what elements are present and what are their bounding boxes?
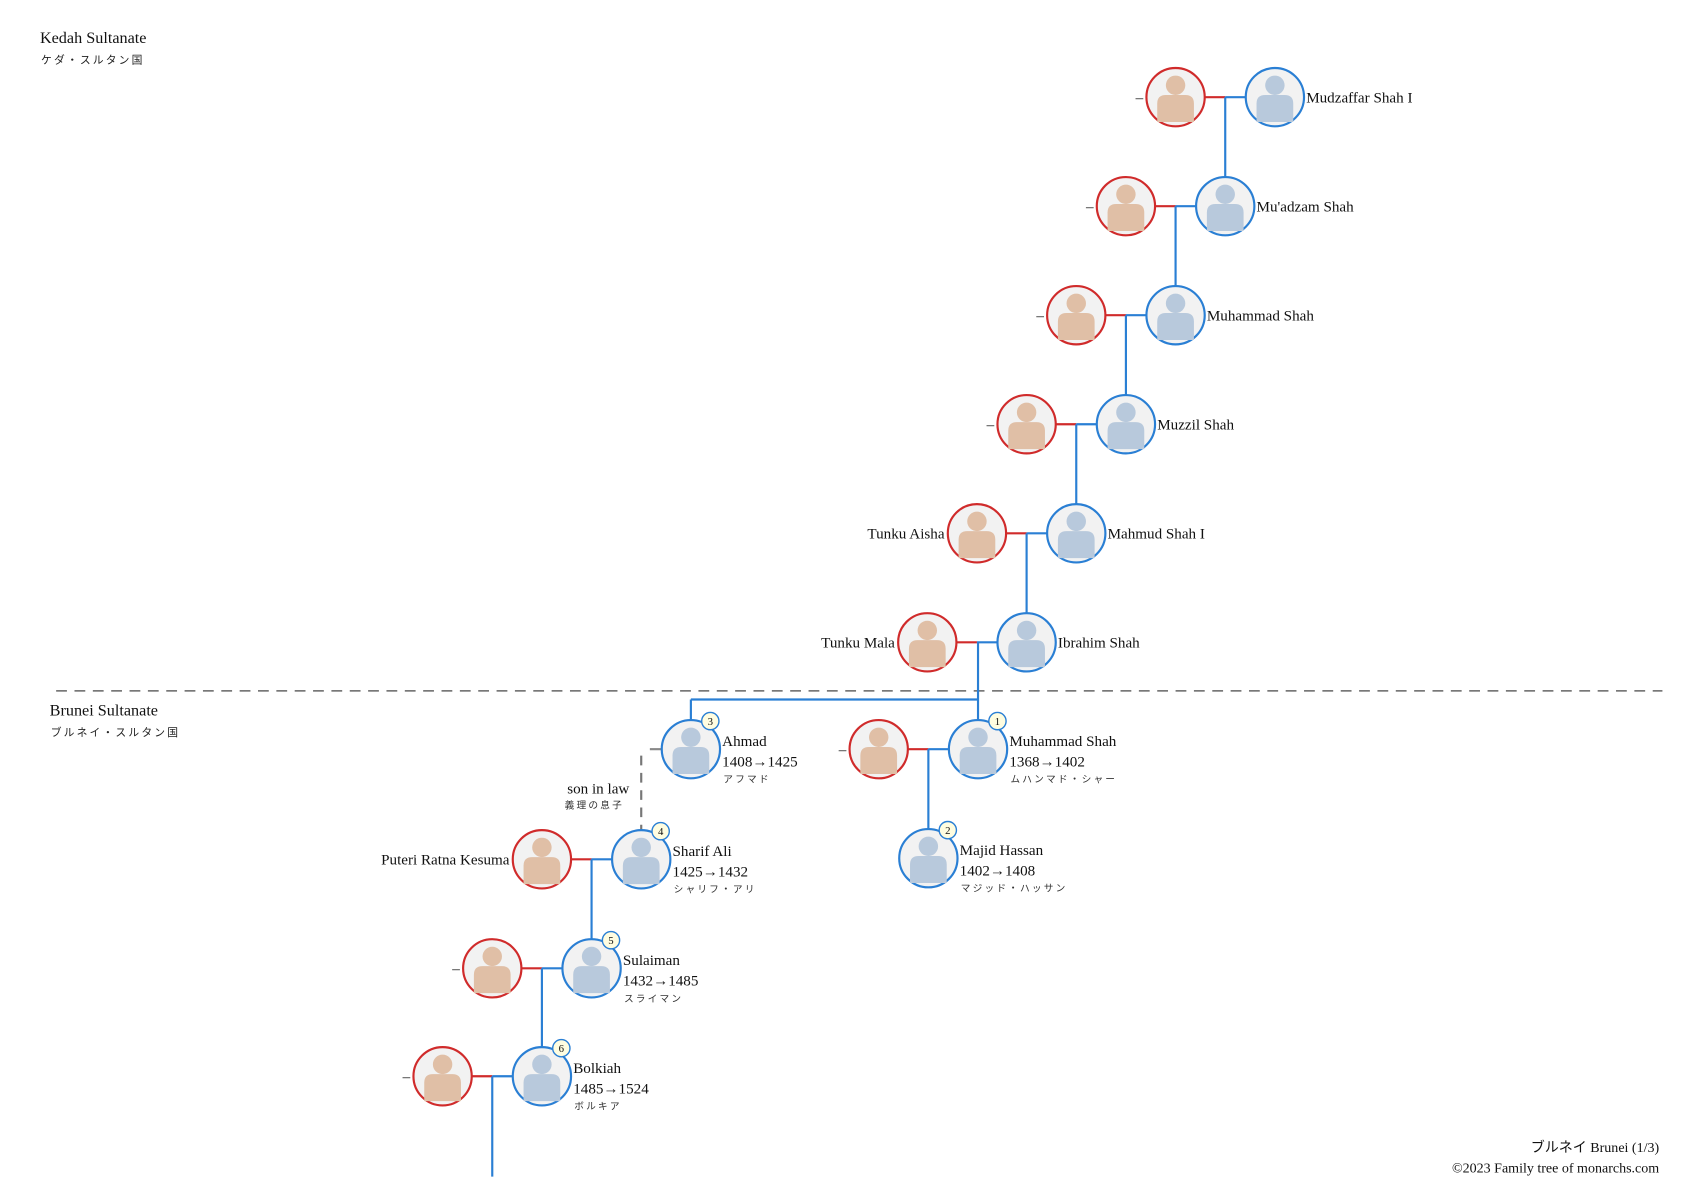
ruler-name-japanese: ムハンマド・シャー (1010, 774, 1117, 786)
male-avatar-icon (1107, 402, 1145, 450)
wife-node[interactable] (1046, 284, 1107, 346)
female-avatar-icon (1107, 184, 1145, 232)
ruler-number-badge: 4 (651, 821, 670, 841)
wife-node[interactable] (1145, 66, 1206, 128)
ruler-name: Ahmad (722, 734, 767, 750)
wife-name: – (1085, 200, 1094, 216)
female-avatar-icon (1157, 75, 1194, 122)
ruler-name: Sharif Ali (673, 844, 732, 860)
badge-number: 6 (559, 1043, 565, 1055)
page-indicator: ブルネイ Brunei (1/3) (1531, 1139, 1660, 1156)
wife-name: Puteri Ratna Kesuma (381, 853, 510, 869)
ruler-node[interactable] (1145, 284, 1206, 346)
kedah-section-title: Kedah Sultanate (40, 29, 147, 47)
ruler-name: Bolkiah (573, 1061, 621, 1077)
ruler-reign: 1402→1408 (960, 863, 1036, 879)
wife-name: – (986, 418, 995, 434)
ruler-node[interactable] (1095, 394, 1157, 455)
female-avatar-icon (1008, 402, 1045, 450)
wife-node[interactable] (1095, 175, 1157, 237)
wife-node[interactable] (462, 938, 523, 999)
ruler-reign: 1485→1524 (573, 1082, 649, 1098)
ruler-reign: 1368→1402 (1009, 754, 1085, 770)
ruler-node[interactable] (511, 1046, 573, 1107)
ruler-node[interactable] (996, 612, 1057, 673)
brunei-section-subtitle: ブルネイ・スルタン国 (51, 726, 180, 739)
ruler-reign: 1432→1485 (623, 974, 699, 990)
male-avatar-icon (1157, 293, 1194, 341)
ruler-node[interactable] (1244, 66, 1306, 128)
ruler-name: Ibrahim Shah (1058, 636, 1140, 652)
ruler-name-japanese: シャリフ・アリ (674, 885, 757, 896)
ruler-node[interactable] (561, 938, 622, 999)
male-avatar-icon (523, 1054, 561, 1102)
ruler-name-japanese: アフマド (723, 775, 770, 786)
male-avatar-icon (1057, 511, 1095, 559)
brunei-section-title: Brunei Sultanate (50, 702, 158, 720)
female-avatar-icon (523, 837, 561, 885)
wife-name: – (451, 962, 460, 978)
wife-node[interactable] (412, 1046, 473, 1107)
ruler-node[interactable] (660, 718, 722, 780)
male-avatar-icon (622, 837, 660, 885)
ruler-name: Muzzil Shah (1157, 418, 1234, 434)
ruler-name-japanese: マジッド・ハッサン (961, 883, 1068, 895)
female-avatar-icon (473, 946, 511, 994)
male-avatar-icon (959, 727, 997, 775)
wife-node[interactable] (848, 718, 909, 780)
ruler-name: Mu'adzam Shah (1257, 200, 1355, 216)
ruler-name: Mahmud Shah I (1108, 527, 1205, 543)
wife-name: – (1135, 91, 1144, 107)
wife-node[interactable] (511, 829, 573, 890)
male-avatar-icon (573, 946, 610, 994)
female-avatar-icon (958, 511, 996, 559)
ruler-number-badge: 5 (601, 930, 621, 950)
ruler-node[interactable] (1046, 503, 1107, 564)
ruler-node[interactable] (1195, 175, 1256, 237)
male-avatar-icon (910, 836, 947, 884)
relation-label-japanese: 義理の息子 (565, 799, 624, 812)
ruler-node[interactable] (947, 718, 1009, 780)
ruler-number-badge: 6 (552, 1038, 571, 1058)
wife-name: Tunku Aisha (867, 527, 944, 543)
relation-label: son in law (567, 781, 629, 797)
badge-number: 4 (658, 826, 664, 838)
wife-name: Tunku Mala (821, 636, 895, 652)
ruler-reign: 1425→1432 (673, 865, 749, 881)
ruler-node[interactable] (610, 829, 672, 890)
male-avatar-icon (1256, 75, 1294, 122)
ruler-name: Muhammad Shah (1207, 309, 1314, 325)
ruler-name: Sulaiman (623, 953, 681, 969)
ruler-number-badge: 2 (938, 820, 958, 840)
wife-node[interactable] (946, 503, 1008, 564)
kedah-section-subtitle: ケダ・スルタン国 (41, 54, 145, 67)
female-avatar-icon (424, 1054, 461, 1102)
ruler-name-japanese: ボルキア (574, 1101, 621, 1113)
badge-number: 5 (608, 935, 613, 947)
female-avatar-icon (908, 620, 946, 668)
badge-number: 1 (995, 716, 1000, 728)
wife-name: – (402, 1070, 411, 1086)
female-avatar-icon (860, 727, 898, 775)
ruler-name: Muhammad Shah (1009, 734, 1116, 750)
copyright: ©2023 Family tree of monarchs.com (1452, 1160, 1659, 1176)
male-avatar-icon (1206, 184, 1244, 232)
ruler-name-japanese: スライマン (624, 993, 683, 1005)
ruler-name: Mudzaffar Shah I (1306, 91, 1412, 107)
ruler-node[interactable] (898, 827, 959, 889)
wife-node[interactable] (897, 612, 958, 673)
male-avatar-icon (672, 727, 710, 775)
female-avatar-icon (1057, 293, 1095, 341)
wife-name: – (838, 743, 847, 759)
ruler-number-badge: 3 (700, 711, 720, 731)
wife-name: – (1035, 309, 1044, 325)
male-avatar-icon (1008, 620, 1045, 668)
badge-number: 2 (945, 825, 950, 837)
ruler-name: Majid Hassan (960, 843, 1044, 859)
badge-number: 3 (708, 716, 713, 728)
wife-node[interactable] (996, 394, 1057, 455)
ruler-number-badge: 1 (988, 711, 1007, 731)
ruler-reign: 1408→1425 (722, 754, 798, 770)
